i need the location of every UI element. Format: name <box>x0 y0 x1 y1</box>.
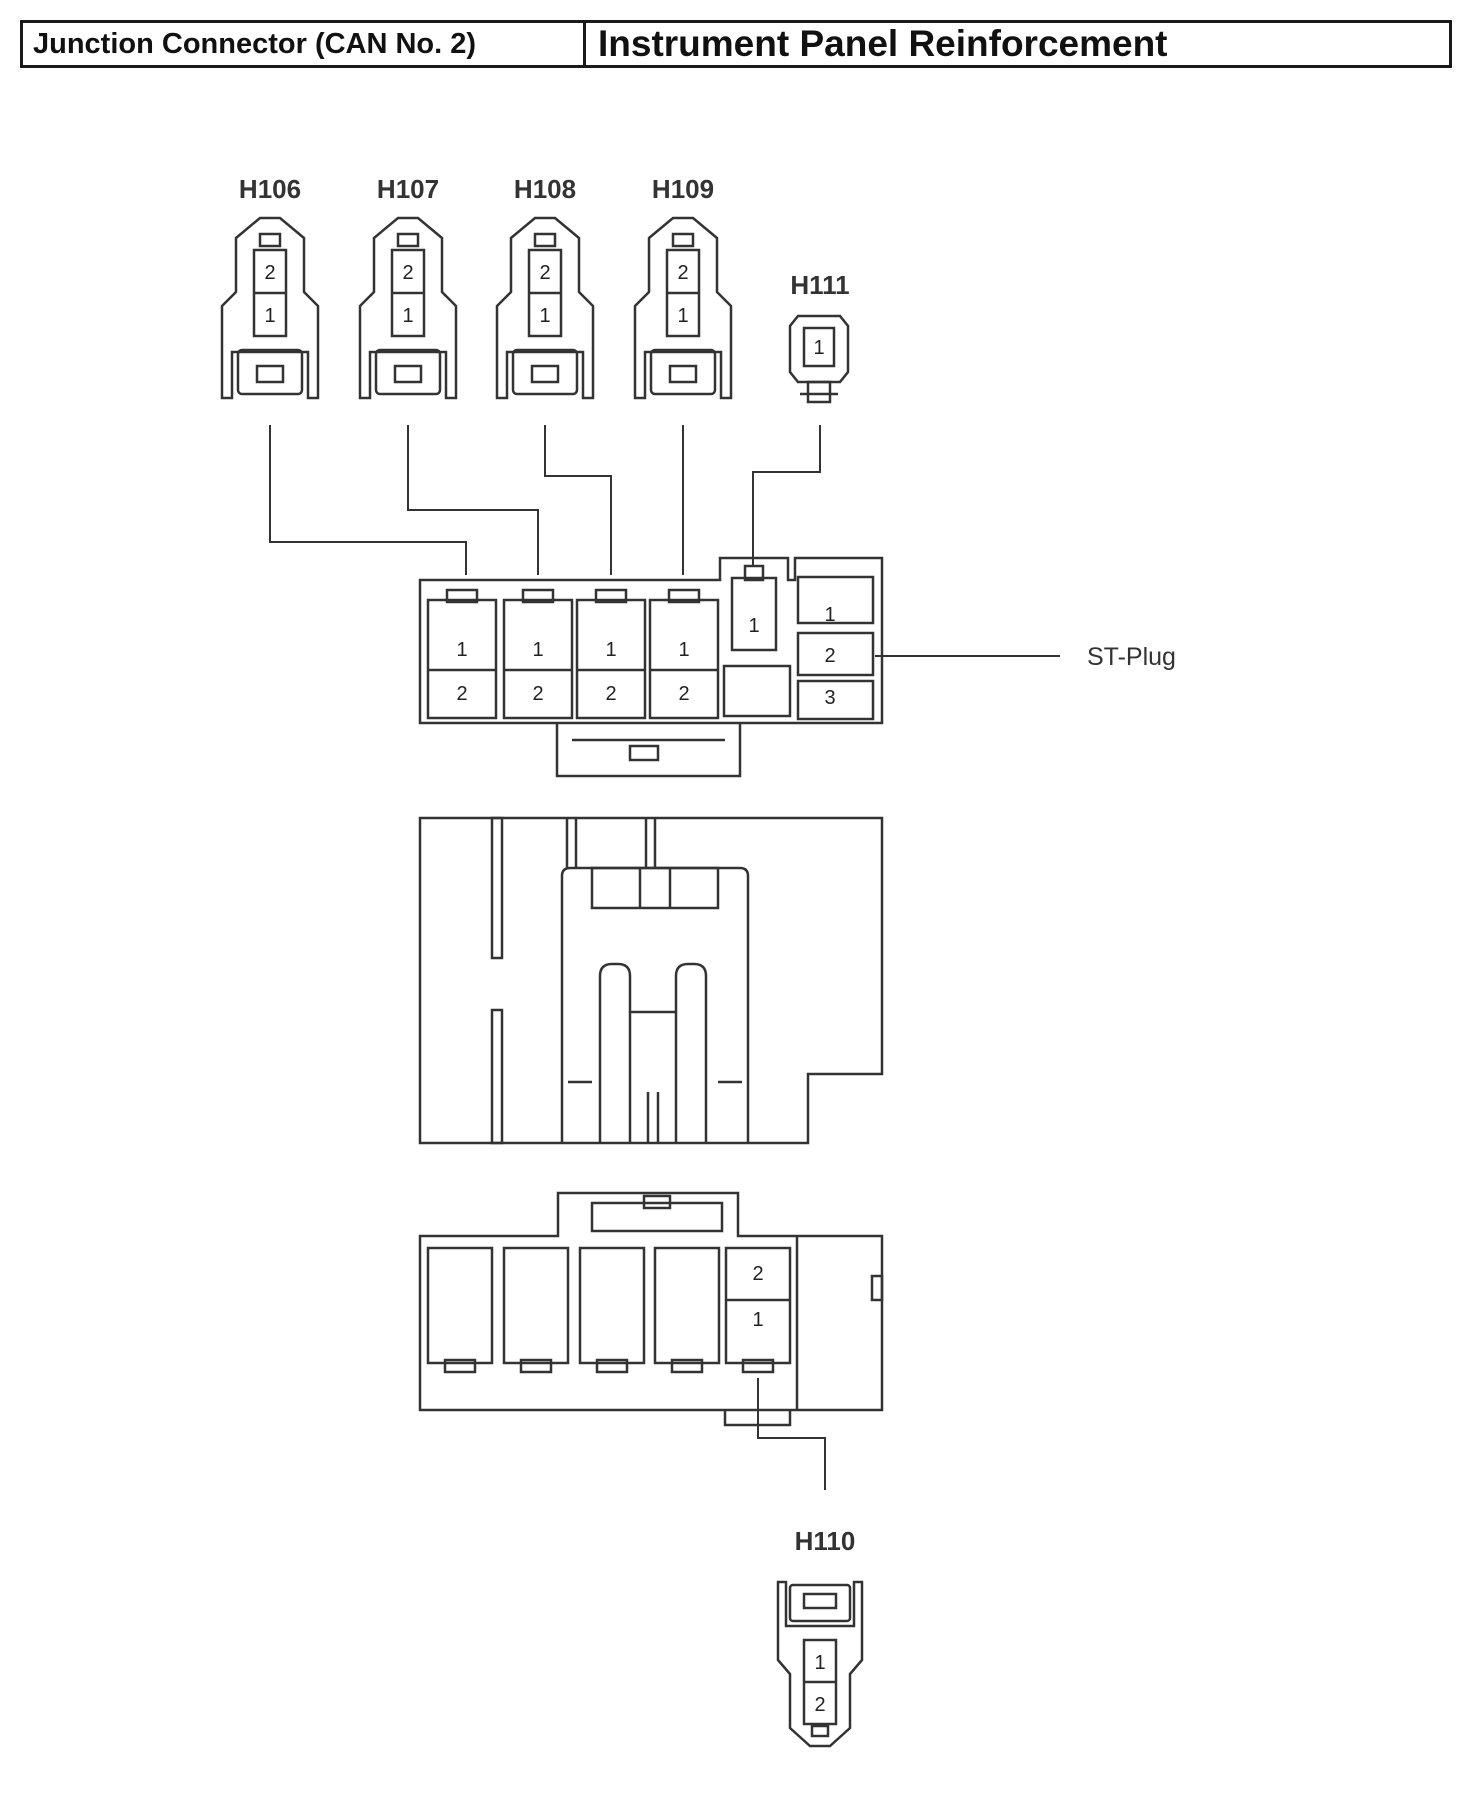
pin-label: 2 <box>264 262 275 284</box>
connector-h106 <box>220 216 320 400</box>
label-h108: H108 <box>514 174 576 204</box>
pin-label: 1 <box>678 639 689 661</box>
panel-label: Instrument Panel Reinforcement <box>598 23 1168 64</box>
cavity-1 <box>426 588 498 720</box>
pin-label: 1 <box>402 305 413 327</box>
pin-label: 2 <box>456 683 467 705</box>
location-label: Junction Connector (CAN No. 2) <box>23 23 586 65</box>
cavity-4 <box>648 588 720 720</box>
connector-h110 <box>776 1580 864 1748</box>
pin-label: 2 <box>539 262 550 284</box>
pin-label: 2 <box>605 683 616 705</box>
pin-label: 1 <box>532 639 543 661</box>
pin-label: 1 <box>264 305 275 327</box>
st-plug-label: ST-Plug <box>1087 643 1176 671</box>
pin-label: 2 <box>824 645 835 667</box>
cavity-2 <box>502 588 574 720</box>
title-bar: Junction Connector (CAN No. 2) Instrumen… <box>20 20 1452 68</box>
pin-label: 3 <box>824 687 835 709</box>
pin-label: 2 <box>814 1694 825 1716</box>
pin-label: 1 <box>752 1309 763 1331</box>
pin-label: 1 <box>748 615 759 637</box>
bottom-wire <box>757 1378 826 1490</box>
label-h106: H106 <box>239 174 301 204</box>
connector-h107 <box>358 216 458 400</box>
pin-label: 2 <box>752 1263 763 1285</box>
connector-h109 <box>633 216 733 400</box>
pin-label: 2 <box>677 262 688 284</box>
junction-connector-top <box>418 556 884 778</box>
pin-label: 1 <box>824 604 835 626</box>
connector-h108 <box>495 216 595 400</box>
top-wires <box>269 425 821 575</box>
label-h110: H110 <box>795 1526 856 1556</box>
pin-label: 1 <box>677 305 688 327</box>
label-h109: H109 <box>652 174 714 204</box>
pin-label: 2 <box>402 262 413 284</box>
pin-label: 1 <box>813 337 824 359</box>
pin-label: 2 <box>532 683 543 705</box>
pin-label: 1 <box>605 639 616 661</box>
pin-label: 2 <box>678 683 689 705</box>
label-h107: H107 <box>377 174 439 204</box>
label-h111: H111 <box>790 270 849 300</box>
cavity-3 <box>575 588 647 720</box>
junction-connector-side <box>418 816 884 1145</box>
pin-label: 1 <box>539 305 550 327</box>
connector-h111 <box>788 314 850 404</box>
pin-label: 1 <box>456 639 467 661</box>
junction-connector-bottom <box>418 1191 884 1427</box>
pin-label: 1 <box>814 1652 825 1674</box>
